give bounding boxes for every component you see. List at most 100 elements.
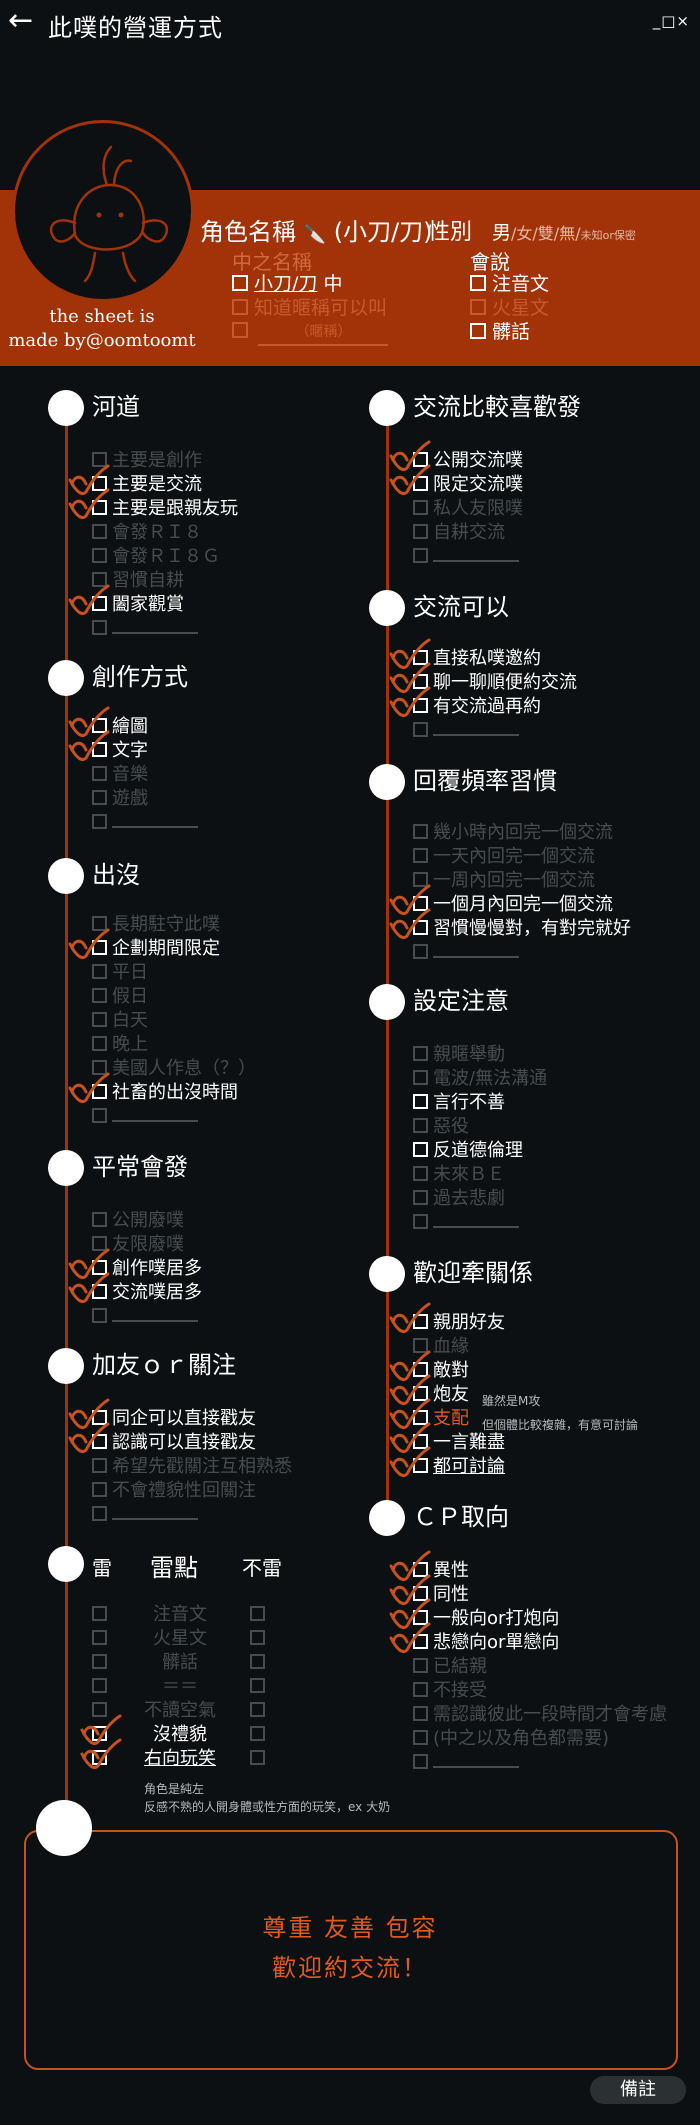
checkbox-icon[interactable] bbox=[250, 1701, 265, 1717]
option-usual-blank[interactable] bbox=[92, 1306, 198, 1328]
option-appear-1[interactable]: 企劃期間限定 bbox=[92, 938, 220, 960]
checkbox-icon[interactable] bbox=[470, 298, 486, 315]
checkbox-icon[interactable] bbox=[250, 1605, 265, 1621]
mine-right-box-3[interactable] bbox=[250, 1676, 270, 1698]
checkbox-icon[interactable] bbox=[413, 1189, 428, 1205]
option-setting-3[interactable]: 惡役 bbox=[413, 1116, 469, 1138]
option-follow-blank[interactable] bbox=[92, 1504, 198, 1526]
checkbox-icon[interactable] bbox=[413, 721, 428, 737]
option-hedao-5[interactable]: 習慣自耕 bbox=[92, 570, 184, 592]
notes-button[interactable]: 備註 bbox=[590, 2076, 686, 2104]
checkbox-icon[interactable] bbox=[413, 1337, 428, 1353]
option-setting-5[interactable]: 未來ＢＥ bbox=[413, 1164, 505, 1186]
checkbox-icon[interactable] bbox=[413, 1385, 428, 1401]
checkbox-icon[interactable] bbox=[92, 475, 107, 491]
option-reply-1[interactable]: 一天內回完一個交流 bbox=[413, 846, 595, 868]
checkbox-icon[interactable] bbox=[92, 595, 107, 611]
option-cp-blank[interactable] bbox=[413, 1752, 519, 1774]
option-reply-2[interactable]: 一周內回完一個交流 bbox=[413, 870, 595, 892]
option-exchange-blank[interactable] bbox=[413, 546, 519, 568]
option-relation-3[interactable]: 炮友 bbox=[413, 1384, 469, 1406]
checkbox-icon[interactable] bbox=[92, 741, 107, 757]
checkbox-icon[interactable] bbox=[413, 697, 428, 713]
speak-option-1[interactable]: 注音文 bbox=[470, 272, 549, 296]
option-follow-3[interactable]: 不會禮貌性回關注 bbox=[92, 1480, 256, 1502]
option-setting-2[interactable]: 言行不善 bbox=[413, 1092, 505, 1114]
checkbox-icon[interactable] bbox=[413, 943, 428, 959]
option-setting-6[interactable]: 過去悲劇 bbox=[413, 1188, 505, 1210]
checkbox-icon[interactable] bbox=[232, 298, 248, 315]
option-setting-4[interactable]: 反道德倫理 bbox=[413, 1140, 523, 1162]
checkbox-icon[interactable] bbox=[413, 1633, 428, 1649]
checkbox-icon[interactable] bbox=[413, 1561, 428, 1577]
checkbox-icon[interactable] bbox=[250, 1749, 265, 1765]
nickname-option-1[interactable]: 小刀/刀 中 bbox=[232, 272, 342, 296]
option-cp-5[interactable]: 不接受 bbox=[413, 1680, 487, 1702]
option-exchange-2[interactable]: 私人友限噗 bbox=[413, 498, 523, 520]
checkbox-icon[interactable] bbox=[413, 1433, 428, 1449]
checkbox-icon[interactable] bbox=[92, 1629, 107, 1645]
speak-option-3[interactable]: 髒話 bbox=[470, 320, 530, 344]
gender-options[interactable]: 男/女/雙/無/未知or保密 bbox=[492, 222, 636, 244]
checkbox-icon[interactable] bbox=[413, 823, 428, 839]
checkbox-icon[interactable] bbox=[92, 1259, 107, 1275]
checkbox-icon[interactable] bbox=[92, 1409, 107, 1425]
checkbox-icon[interactable] bbox=[92, 1701, 107, 1717]
option-hedao-6[interactable]: 闔家觀賞 bbox=[92, 594, 184, 616]
option-reply-0[interactable]: 幾小時內回完一個交流 bbox=[413, 822, 613, 844]
checkbox-icon[interactable] bbox=[92, 619, 107, 635]
checkbox-icon[interactable] bbox=[250, 1653, 265, 1669]
checkbox-icon[interactable] bbox=[413, 895, 428, 911]
checkbox-icon[interactable] bbox=[92, 963, 107, 979]
speak-option-2[interactable]: 火星文 bbox=[470, 296, 549, 320]
checkbox-icon[interactable] bbox=[413, 673, 428, 689]
option-reply-blank[interactable] bbox=[413, 942, 519, 964]
mine-right-box-5[interactable] bbox=[250, 1724, 270, 1746]
checkbox-icon[interactable] bbox=[92, 789, 107, 805]
checkbox-icon[interactable] bbox=[413, 1045, 428, 1061]
option-appear-0[interactable]: 長期駐守此噗 bbox=[92, 914, 220, 936]
checkbox-icon[interactable] bbox=[413, 847, 428, 863]
option-setting-0[interactable]: 親暱舉動 bbox=[413, 1044, 505, 1066]
option-can-0[interactable]: 直接私噗邀約 bbox=[413, 648, 541, 670]
checkbox-icon[interactable] bbox=[413, 1117, 428, 1133]
checkbox-icon[interactable] bbox=[413, 523, 428, 539]
option-usual-0[interactable]: 公開廢噗 bbox=[92, 1210, 184, 1232]
checkbox-icon[interactable] bbox=[92, 1283, 107, 1299]
back-arrow-icon[interactable]: ← bbox=[8, 3, 34, 38]
option-hedao-3[interactable]: 會發ＲＩ８ bbox=[92, 522, 202, 544]
mine-left-box-4[interactable] bbox=[92, 1700, 112, 1722]
option-relation-2[interactable]: 敵對 bbox=[413, 1360, 469, 1382]
option-appear-6[interactable]: 美國人作息（？） bbox=[92, 1058, 256, 1080]
option-can-2[interactable]: 有交流過再約 bbox=[413, 696, 541, 718]
option-create-1[interactable]: 文字 bbox=[92, 740, 148, 762]
checkbox-icon[interactable] bbox=[92, 499, 107, 515]
option-cp-7[interactable]: (中之以及角色都需要) bbox=[413, 1728, 609, 1750]
checkbox-icon[interactable] bbox=[92, 1107, 107, 1123]
checkbox-icon[interactable] bbox=[250, 1725, 265, 1741]
mine-right-box-2[interactable] bbox=[250, 1652, 270, 1674]
checkbox-icon[interactable] bbox=[413, 871, 428, 887]
checkbox-icon[interactable] bbox=[232, 274, 248, 291]
mine-right-box-4[interactable] bbox=[250, 1700, 270, 1722]
checkbox-icon[interactable] bbox=[413, 1705, 428, 1721]
checkbox-icon[interactable] bbox=[92, 547, 107, 563]
option-create-0[interactable]: 繪圖 bbox=[92, 716, 148, 738]
nickname-option-2[interactable]: 知道暱稱可以叫 bbox=[232, 296, 387, 320]
checkbox-icon[interactable] bbox=[92, 1211, 107, 1227]
option-reply-4[interactable]: 習慣慢慢對，有對完就好 bbox=[413, 918, 631, 940]
option-hedao-0[interactable]: 主要是創作 bbox=[92, 450, 202, 472]
mine-left-box-0[interactable] bbox=[92, 1604, 112, 1626]
checkbox-icon[interactable] bbox=[413, 919, 428, 935]
option-create-blank[interactable] bbox=[92, 812, 198, 834]
option-can-1[interactable]: 聊一聊順便約交流 bbox=[413, 672, 577, 694]
option-follow-2[interactable]: 希望先戳關注互相熟悉 bbox=[92, 1456, 292, 1478]
checkbox-icon[interactable] bbox=[413, 1681, 428, 1697]
option-cp-4[interactable]: 已結親 bbox=[413, 1656, 487, 1678]
checkbox-icon[interactable] bbox=[413, 1609, 428, 1625]
nickname-option-3[interactable]: （暱稱） bbox=[232, 320, 389, 346]
option-appear-5[interactable]: 晚上 bbox=[92, 1034, 148, 1056]
checkbox-icon[interactable] bbox=[92, 1481, 107, 1497]
option-cp-1[interactable]: 同性 bbox=[413, 1584, 469, 1606]
checkbox-icon[interactable] bbox=[413, 1409, 428, 1425]
